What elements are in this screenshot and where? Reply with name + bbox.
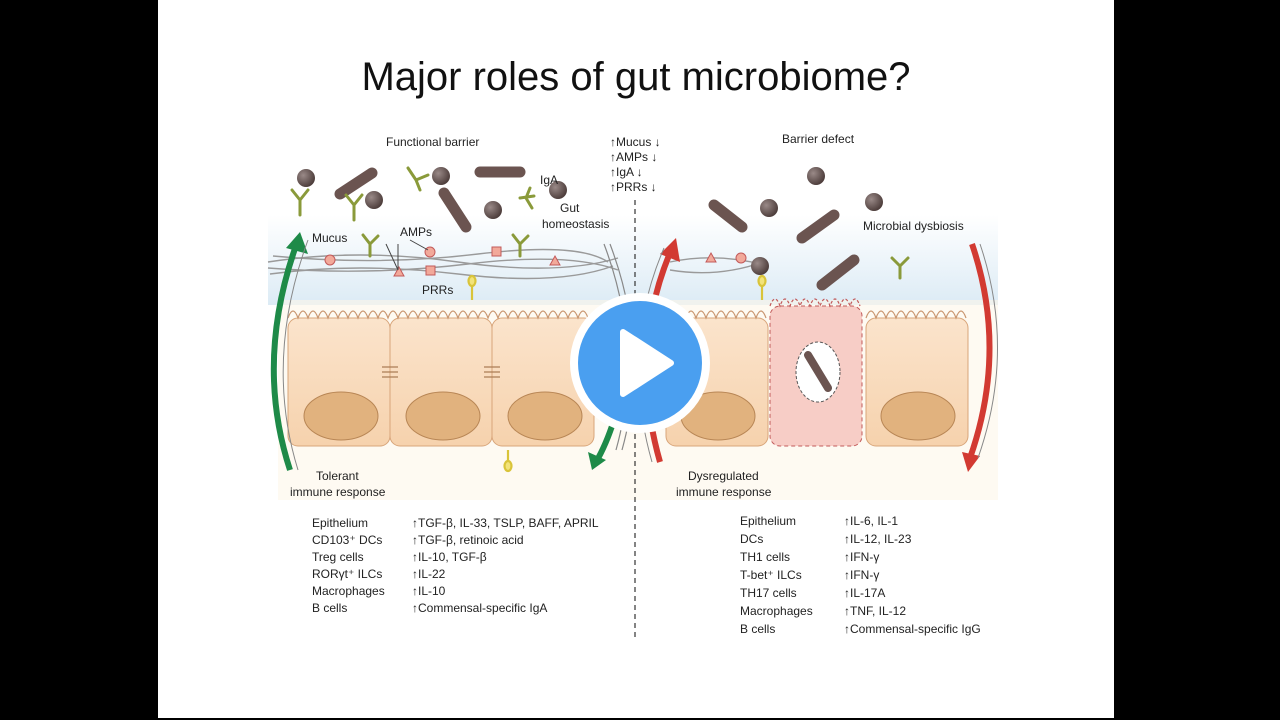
gut-label: Gut — [560, 201, 580, 215]
green-arrow-left — [270, 232, 309, 471]
right-effect-6: ↑Commensal-specific IgG — [844, 622, 981, 636]
play-button[interactable] — [567, 290, 713, 436]
right-effect-0: ↑IL-6, IL-1 — [844, 514, 898, 528]
right-cell-1: DCs — [740, 532, 763, 546]
right-effect-3: ↑IFN-γ — [844, 568, 879, 582]
left-effect-0: ↑TGF-β, IL-33, TSLP, BAFF, APRIL — [412, 516, 599, 530]
right-effect-5: ↑TNF, IL-12 — [844, 604, 906, 618]
red-arrow-right — [962, 243, 998, 472]
right-cell-6: B cells — [740, 622, 775, 636]
dysregulated-label-2: immune response — [676, 485, 772, 499]
left-table: Epithelium ↑TGF-β, IL-33, TSLP, BAFF, AP… — [312, 516, 599, 615]
microbial-dysbiosis-label: Microbial dysbiosis — [863, 219, 964, 233]
left-effect-2: ↑IL-10, TGF-β — [412, 550, 487, 564]
left-cell-3: RORγt⁺ ILCs — [312, 567, 382, 581]
iga-label: IgA — [540, 173, 558, 187]
tolerant-label-2: immune response — [290, 485, 386, 499]
right-effect-1: ↑IL-12, IL-23 — [844, 532, 912, 546]
right-cell-2: TH1 cells — [740, 550, 790, 564]
right-cell-5: Macrophages — [740, 604, 813, 618]
left-effect-3: ↑IL-22 — [412, 567, 446, 581]
middle-line-3: ↑IgA ↓ — [610, 165, 643, 179]
right-effect-2: ↑IFN-γ — [844, 550, 879, 564]
prrs-label: PRRs — [422, 283, 453, 297]
right-effect-4: ↑IL-17A — [844, 586, 885, 600]
middle-line-2: ↑AMPs ↓ — [610, 150, 657, 164]
mucus-fibers-left — [267, 248, 619, 280]
right-table: Epithelium ↑IL-6, IL-1 DCs ↑IL-12, IL-23… — [740, 514, 981, 636]
right-cell-4: TH17 cells — [740, 586, 797, 600]
left-effect-4: ↑IL-10 — [412, 584, 446, 598]
epithelium-left — [287, 310, 595, 447]
left-effect-5: ↑Commensal-specific IgA — [412, 601, 547, 615]
functional-barrier-label: Functional barrier — [386, 135, 479, 149]
amps-left — [324, 239, 561, 277]
play-icon — [570, 293, 710, 433]
amps-label: AMPs — [400, 225, 432, 239]
bacteria-left — [297, 166, 567, 233]
left-cell-1: CD103⁺ DCs — [312, 533, 382, 547]
dysregulated-label-1: Dysregulated — [688, 469, 759, 483]
prr-receptors — [467, 274, 767, 473]
middle-line-4: ↑PRRs ↓ — [610, 180, 657, 194]
middle-line-1: ↑Mucus ↓ — [610, 135, 661, 149]
slide-title: Major roles of gut microbiome? — [361, 55, 911, 99]
left-cell-2: Treg cells — [312, 550, 364, 564]
left-cell-5: B cells — [312, 601, 347, 615]
left-cell-4: Macrophages — [312, 584, 385, 598]
right-cell-0: Epithelium — [740, 514, 796, 528]
bacteria-right — [705, 167, 883, 291]
left-effect-1: ↑TGF-β, retinoic acid — [412, 533, 524, 547]
barrier-defect-label: Barrier defect — [782, 132, 855, 146]
left-cell-0: Epithelium — [312, 516, 368, 530]
mucus-label: Mucus — [312, 231, 347, 245]
antibodies-iga — [290, 166, 910, 280]
right-cell-3: T-bet⁺ ILCs — [740, 568, 802, 582]
homeostasis-label: homeostasis — [542, 217, 609, 231]
tolerant-label-1: Tolerant — [316, 469, 359, 483]
